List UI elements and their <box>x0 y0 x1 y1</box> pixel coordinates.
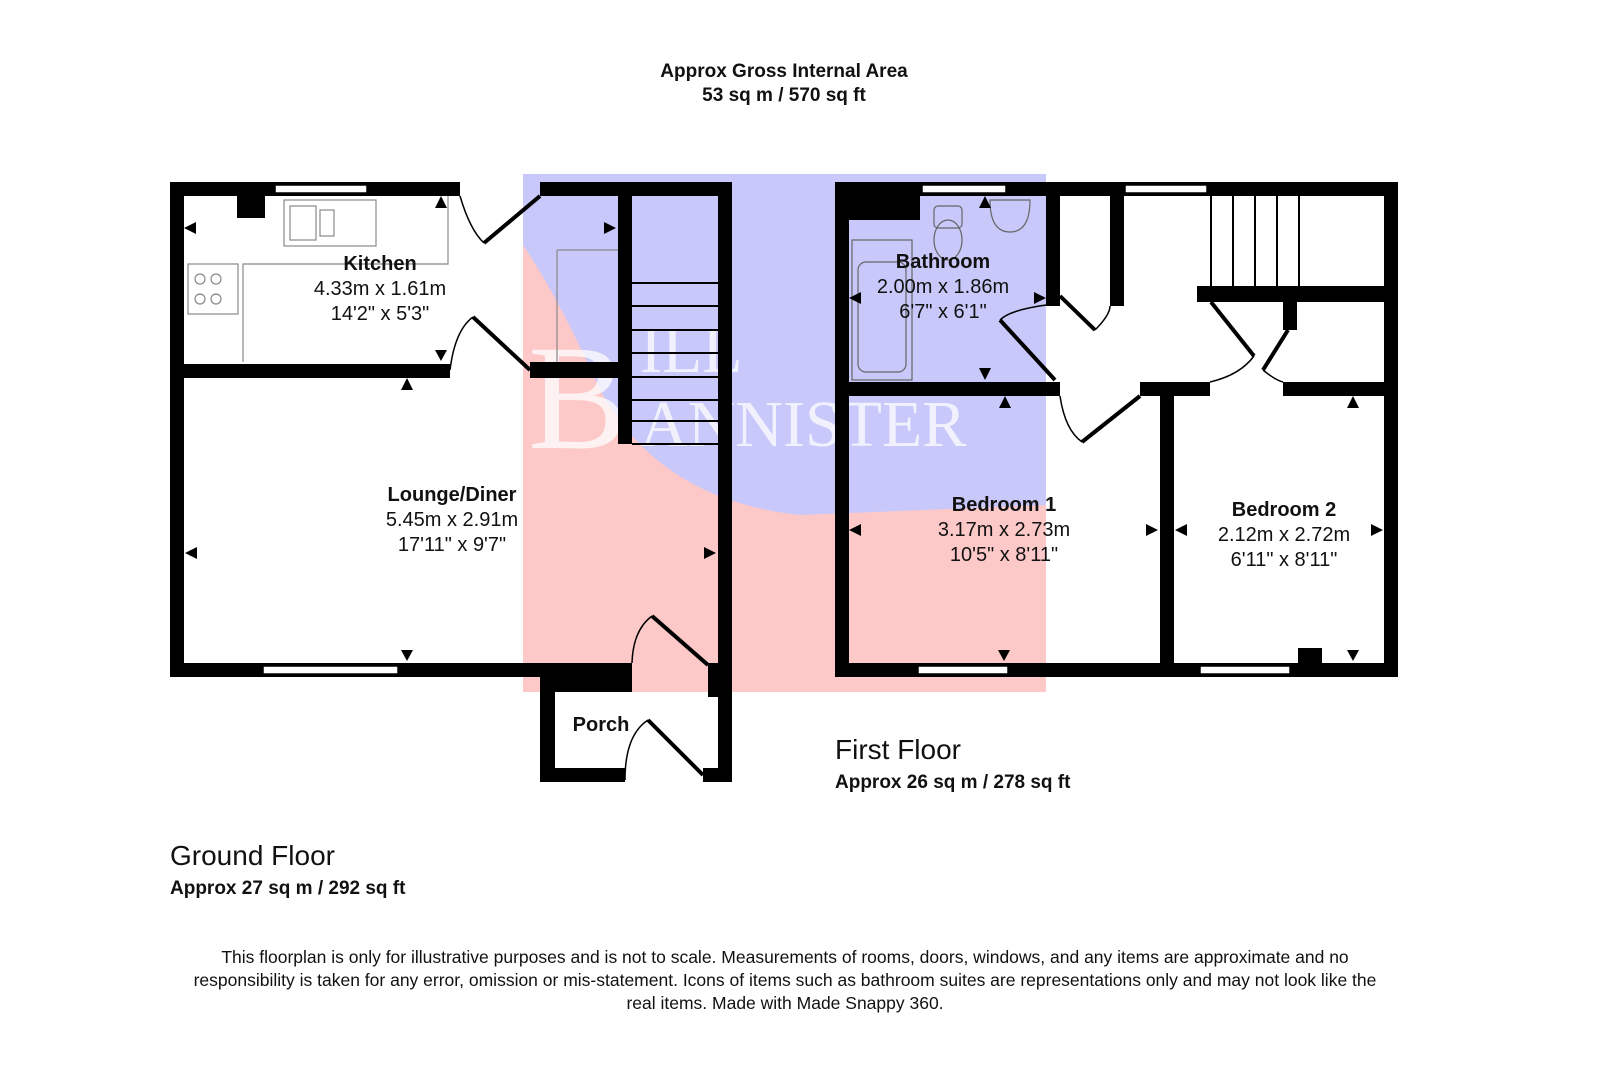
room-imperial: 14'2" x 5'3" <box>330 303 430 325</box>
room-metric: 3.17m x 2.73m <box>937 519 1071 541</box>
ground-floor-walls <box>170 182 732 782</box>
room-metric: 5.45m x 2.91m <box>385 509 519 531</box>
first-floor-windows <box>917 184 1291 675</box>
gross-area-title: Approx Gross Internal Area <box>660 61 908 82</box>
room-name: Kitchen <box>343 253 417 275</box>
dimension-arrows <box>184 196 1383 661</box>
room-imperial: 10'5" x 8'11" <box>949 544 1059 566</box>
room-metric: 2.12m x 2.72m <box>1217 524 1351 546</box>
room-name: Lounge/Diner <box>387 484 517 506</box>
floor-name: First Floor <box>835 734 961 765</box>
floor-name: Ground Floor <box>170 840 335 871</box>
room-imperial: 6'11" x 8'11" <box>1230 549 1338 571</box>
stairs-first <box>1210 196 1300 286</box>
ground-floor-label: Ground Floor Approx 27 sq m / 292 sq ft <box>170 840 405 900</box>
disclaimer: This floorplan is only for illustrative … <box>193 947 1377 1013</box>
room-name: Porch <box>572 714 630 736</box>
room-metric: 2.00m x 1.86m <box>876 276 1010 298</box>
room-name: Bedroom 2 <box>1231 499 1337 521</box>
room-kitchen: Kitchen 4.33m x 1.61m 14'2" x 5'3" <box>314 252 446 327</box>
room-bedroom-2: Bedroom 2 2.12m x 2.72m 6'11" x 8'11" <box>1218 498 1350 573</box>
room-metric: 4.33m x 1.61m <box>313 278 447 300</box>
floor-area: Approx 27 sq m / 292 sq ft <box>170 878 406 899</box>
ground-floor-windows <box>262 184 399 675</box>
room-name: Bedroom 1 <box>951 494 1057 516</box>
doors-first <box>998 294 1290 444</box>
gross-area-value: 53 sq m / 570 sq ft <box>702 85 866 106</box>
bathroom-fittings <box>851 199 1031 381</box>
room-lounge-diner: Lounge/Diner 5.45m x 2.91m 17'11" x 9'7" <box>386 483 518 558</box>
room-porch: Porch <box>573 713 630 738</box>
gross-area-header: Approx Gross Internal Area 53 sq m / 570… <box>0 60 1568 108</box>
room-name: Bathroom <box>895 251 991 273</box>
stairs-ground <box>632 282 718 445</box>
first-floor-label: First Floor Approx 26 sq m / 278 sq ft <box>835 734 1070 794</box>
svg-text:ANNISTER: ANNISTER <box>640 388 966 461</box>
svg-text:B: B <box>528 315 628 481</box>
room-bathroom: Bathroom 2.00m x 1.86m 6'7" x 6'1" <box>877 250 1009 325</box>
doors-ground <box>449 194 710 781</box>
floor-area: Approx 26 sq m / 278 sq ft <box>835 772 1071 793</box>
room-imperial: 17'11" x 9'7" <box>397 534 507 556</box>
room-imperial: 6'7" x 6'1" <box>899 301 987 323</box>
kitchen-fittings <box>187 196 618 362</box>
room-bedroom-1: Bedroom 1 3.17m x 2.73m 10'5" x 8'11" <box>938 493 1070 568</box>
